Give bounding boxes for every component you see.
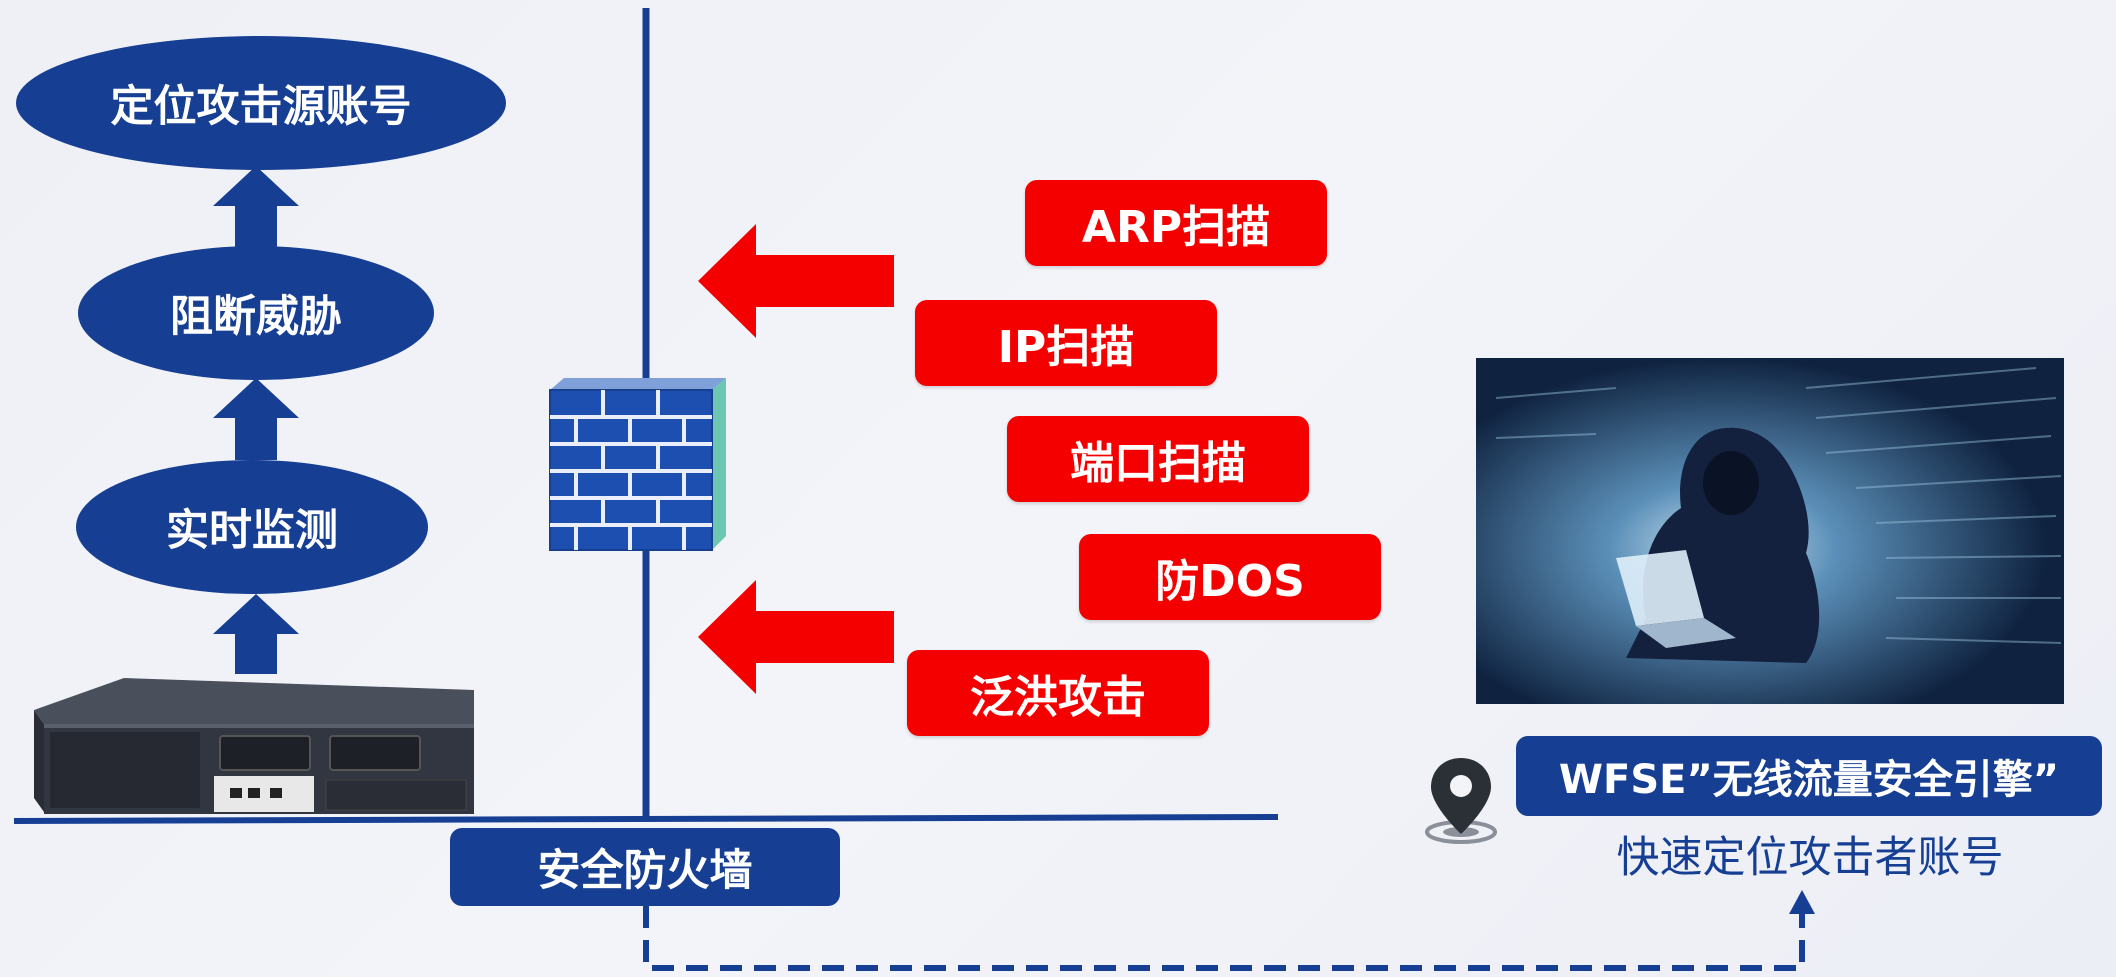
security-appliance-image: [34, 678, 474, 814]
engine-title: WFSE”无线流量安全引擎”: [1516, 736, 2102, 816]
firewall-brick-icon: [549, 378, 726, 551]
attack-flood: 泛洪攻击: [907, 650, 1209, 736]
attack-anti-dos: 防DOS: [1079, 534, 1381, 620]
attack-port-scan: 端口扫描: [1007, 416, 1309, 502]
engine-subtitle: 快速定位攻击者账号: [1616, 833, 2004, 883]
attack-arp-scan: ARP扫描: [1025, 180, 1327, 266]
attack-ip-scan: IP扫描: [915, 300, 1217, 386]
map-pin-icon: [1425, 758, 1497, 844]
up-arrow-3: [213, 594, 299, 674]
up-arrow-1: [213, 166, 299, 248]
flow-step-locate-source: 定位攻击源账号: [16, 36, 506, 170]
flow-step-block-threat: 阻断威胁: [78, 246, 434, 380]
hacker-image: [1476, 358, 2064, 704]
flow-step-realtime-monitor: 实时监测: [76, 460, 428, 594]
attack-arrow-upper: [698, 224, 894, 338]
firewall-label: 安全防火墙: [450, 828, 840, 906]
attack-arrow-lower: [698, 580, 894, 694]
up-arrow-2: [213, 378, 299, 460]
